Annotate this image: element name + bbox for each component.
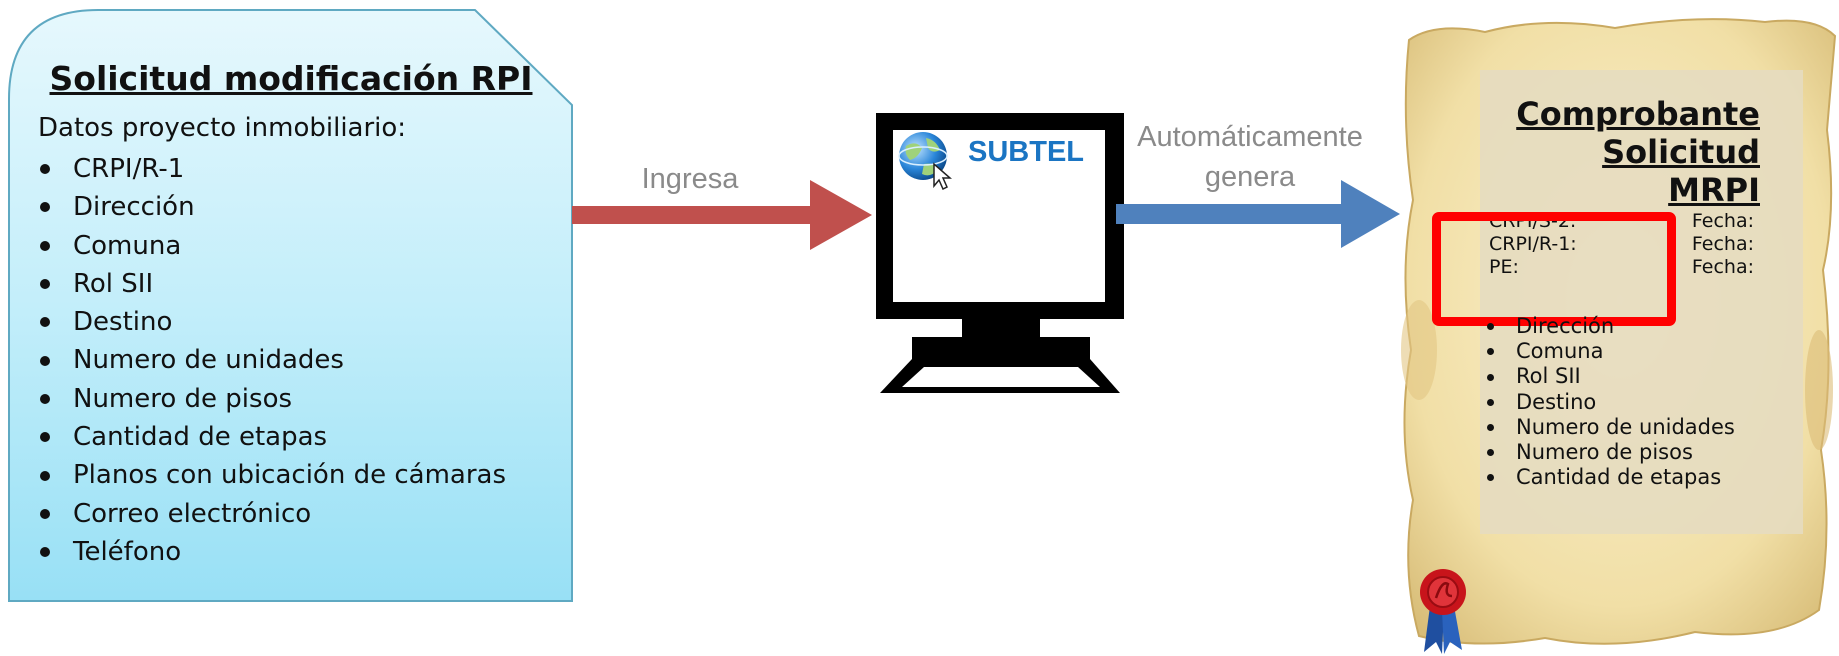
receipt-list: Dirección Comuna Rol SII Destino Numero … (1487, 314, 1735, 490)
list-item: Comuna (38, 227, 506, 265)
field-label: CRPI/R-1: (1489, 233, 1577, 255)
input-arrow (572, 180, 872, 250)
list-item: Rol SII (1487, 364, 1735, 389)
wax-seal-ribbon-icon (1420, 569, 1466, 654)
list-item: Numero de pisos (38, 380, 506, 418)
bullet-icon (40, 164, 50, 175)
list-item: Numero de pisos (1487, 440, 1735, 465)
list-item: Cantidad de etapas (38, 418, 506, 456)
request-card: Solicitud modificación RPI (8, 9, 574, 602)
request-title: Solicitud modificación RPI (49, 59, 533, 98)
receipt-field-row: CRPI/R-1: Fecha: (1489, 233, 1754, 256)
list-item: Numero de unidades (38, 341, 506, 379)
output-arrow-label-line2: genera (1204, 161, 1296, 193)
list-item: Comuna (1487, 339, 1735, 364)
field-date-label: Fecha: (1691, 210, 1754, 232)
list-item: Rol SII (38, 265, 506, 303)
list-item: Dirección (38, 188, 506, 226)
output-arrow (1116, 180, 1400, 248)
bullet-icon (40, 393, 50, 404)
list-item: Numero de unidades (1487, 415, 1735, 440)
receipt-fields: CRPI/S-2: Fecha: CRPI/R-1: Fecha: PE: Fe… (1489, 210, 1754, 279)
bullet-icon (40, 355, 50, 366)
bullet-icon (1487, 323, 1494, 331)
globe-cursor-icon (898, 132, 952, 190)
bullet-icon (1487, 423, 1494, 431)
list-item: CRPI/R-1 (38, 150, 506, 188)
list-item: Teléfono (38, 533, 506, 571)
bullet-icon (40, 432, 50, 443)
request-intro: Datos proyecto inmobiliario: (38, 113, 407, 143)
input-arrow-label: Ingresa (641, 163, 739, 195)
highlight-box (1432, 212, 1676, 326)
subtel-logo-text: SUBTEL (968, 136, 1084, 168)
receipt-scroll (1401, 18, 1837, 645)
bullet-icon (1487, 373, 1494, 381)
list-item: Planos con ubicación de cámaras (38, 456, 506, 494)
bullet-icon (1487, 474, 1494, 482)
bullet-icon (40, 547, 50, 558)
bullet-icon (1487, 398, 1494, 406)
bullet-icon (40, 508, 50, 519)
receipt-title-line1: Comprobante (1516, 95, 1760, 133)
field-label: PE: (1489, 256, 1519, 278)
bullet-icon (1487, 449, 1494, 457)
bullet-icon (1487, 348, 1494, 356)
list-item: Cantidad de etapas (1487, 465, 1735, 490)
bullet-icon (40, 470, 50, 481)
output-arrow-label-line1: Automáticamente (1137, 121, 1363, 153)
receipt-field-row: PE: Fecha: (1489, 256, 1754, 279)
request-list: CRPI/R-1 Dirección Comuna Rol SII Destin… (38, 150, 506, 571)
bullet-icon (40, 240, 50, 251)
bullet-icon (40, 279, 50, 290)
list-item: Correo electrónico (38, 495, 506, 533)
list-item: Destino (1487, 390, 1735, 415)
request-card-background (8, 9, 573, 602)
receipt-title: Comprobante Solicitud MRPI (1500, 95, 1760, 209)
bullet-icon (40, 317, 50, 328)
list-item: Destino (38, 303, 506, 341)
field-date-label: Fecha: (1691, 233, 1754, 255)
receipt-title-line2: Solicitud MRPI (1602, 133, 1760, 209)
bullet-icon (40, 202, 50, 213)
list-item: Dirección (1487, 314, 1735, 339)
field-date-label: Fecha: (1691, 256, 1754, 278)
